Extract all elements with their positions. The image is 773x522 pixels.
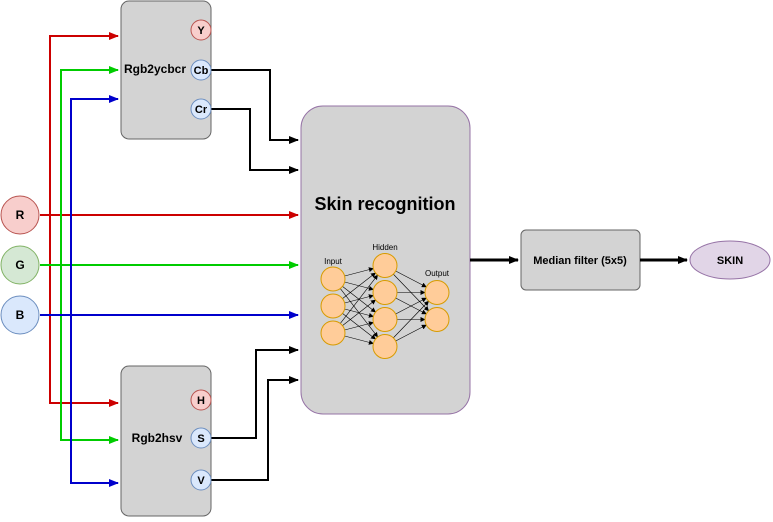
skin-output-label: SKIN: [717, 255, 743, 267]
svg-text:Cb: Cb: [194, 65, 209, 77]
nn-output-node: [424, 280, 450, 305]
nn-edge: [395, 297, 427, 315]
nn-output-label: Output: [425, 269, 450, 278]
nn-edge: [340, 274, 378, 324]
nn-hidden-node: [372, 334, 398, 359]
nn-output-node: [424, 307, 450, 332]
nn-edge: [342, 299, 376, 326]
svg-text:R: R: [16, 208, 25, 222]
port-h: H: [190, 389, 212, 411]
nn-edge: [344, 321, 374, 331]
svg-text:Cr: Cr: [195, 104, 208, 116]
svg-text:G: G: [15, 258, 24, 272]
nn-input-node: [320, 266, 346, 292]
r-wires: [40, 32, 299, 407]
svg-text:S: S: [197, 433, 204, 445]
nn-edge: [342, 272, 376, 299]
nn-input-node: [320, 293, 346, 319]
neural-network-icon: Input Hidden Output: [320, 243, 450, 359]
nn-hidden-node: [372, 253, 398, 278]
port-cb: Cb: [190, 59, 212, 81]
input-g: G: [0, 245, 40, 285]
port-s: S: [190, 427, 212, 449]
input-b: B: [0, 295, 40, 335]
port-cr: Cr: [190, 98, 212, 120]
input-r: R: [0, 195, 40, 235]
skin-output-node: [689, 240, 771, 280]
nn-hidden-node: [372, 307, 398, 332]
nn-edge: [393, 300, 430, 339]
skin-recognition-title: Skin recognition: [314, 194, 455, 214]
svg-text:H: H: [197, 395, 205, 407]
black-wires: [210, 69, 688, 481]
nn-edge: [344, 335, 374, 345]
nn-hidden-label: Hidden: [372, 243, 397, 252]
nn-input-label: Input: [324, 257, 343, 266]
port-v: V: [190, 469, 212, 491]
rgb2hsv-title: Rgb2hsv: [132, 431, 183, 445]
median-filter-label: Median filter (5x5): [533, 255, 627, 267]
nn-edge: [395, 270, 427, 288]
svg-text:V: V: [197, 475, 205, 487]
nn-hidden-node: [372, 280, 398, 305]
svg-text:Y: Y: [197, 25, 205, 37]
port-y: Y: [190, 19, 212, 41]
rgb2ycbcr-title: Rgb2ycbcr: [124, 62, 186, 76]
nn-edge: [344, 267, 374, 277]
nn-edge: [395, 324, 427, 342]
nn-input-node: [320, 320, 346, 346]
svg-text:B: B: [16, 308, 25, 322]
b-wires: [40, 95, 299, 487]
g-wires: [40, 66, 299, 444]
